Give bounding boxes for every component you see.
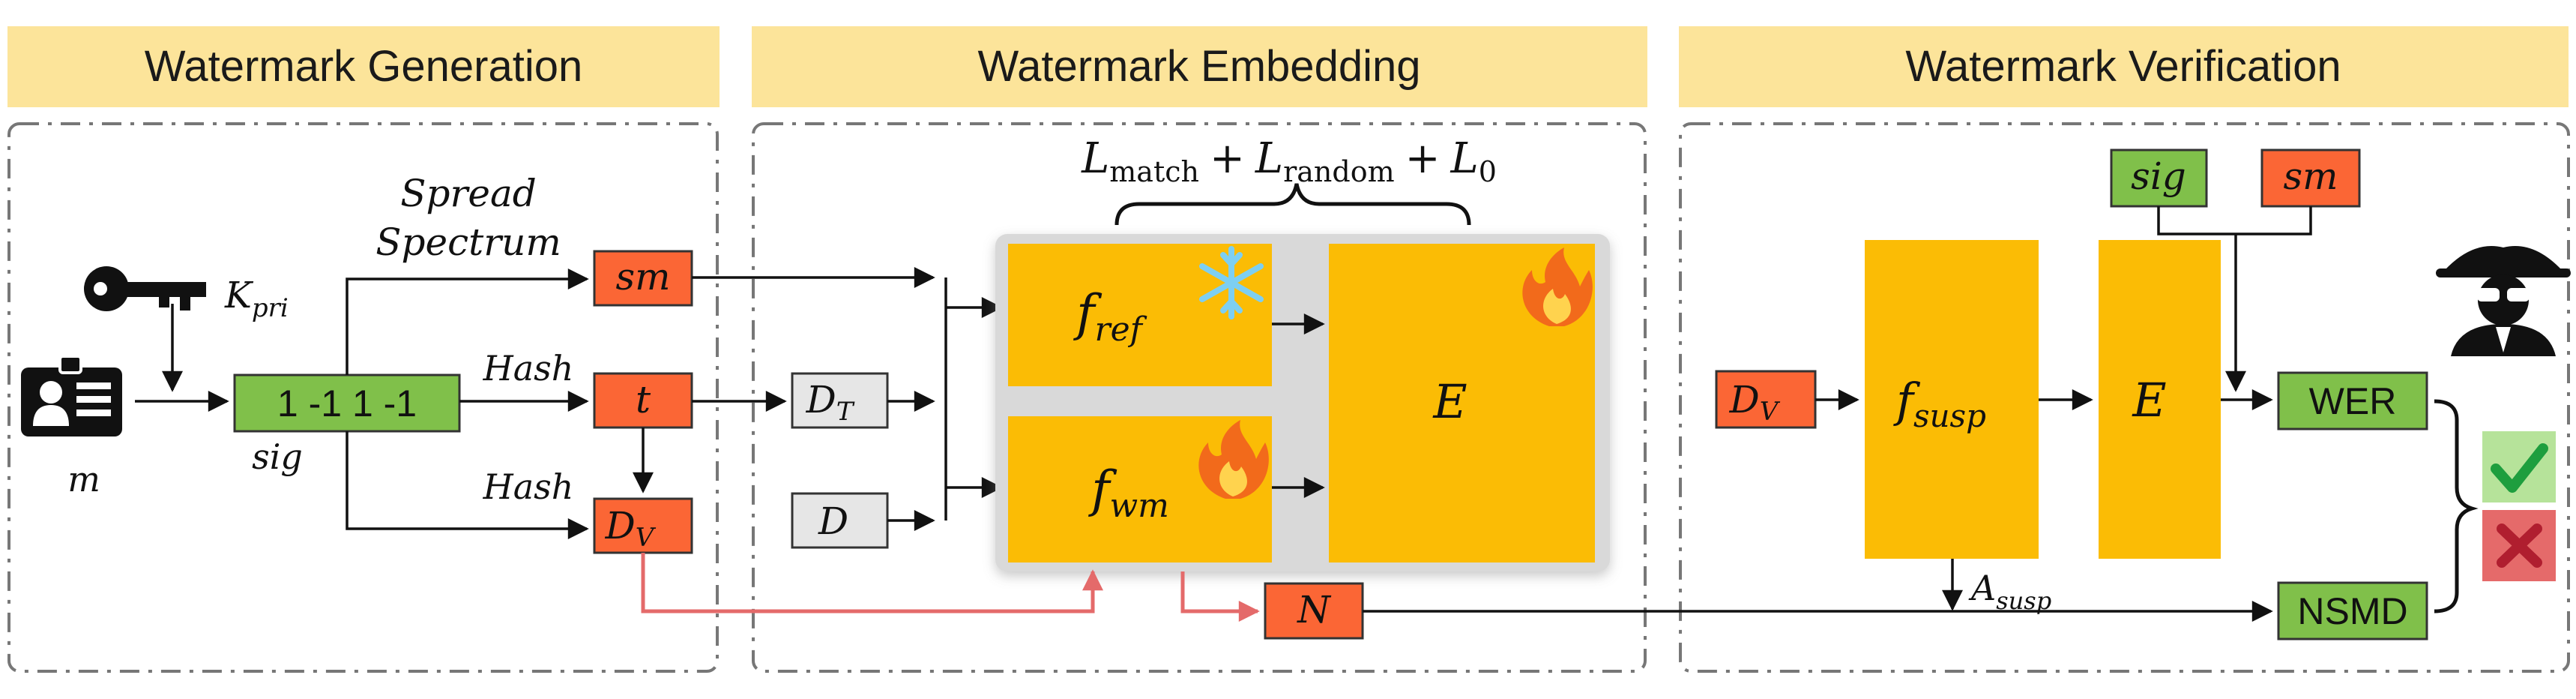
sig-values: 1 -1 1 -1 [277, 382, 417, 424]
n-box [1264, 582, 1364, 640]
hash-label-top: Hash [483, 348, 574, 388]
sig-label-verification: sig [2131, 154, 2186, 198]
frame-embedding [752, 122, 1647, 673]
key-label: Kpri [224, 274, 289, 323]
header-verification-text: Watermark Verification [1905, 42, 2341, 91]
red-arrow-fwm-to-n [1180, 572, 1260, 622]
dv-box-verification [1715, 370, 1817, 429]
asusp-label: Asusp [1968, 568, 2051, 615]
wer-box [2277, 371, 2428, 430]
header-embedding: Watermark Embedding [752, 26, 1647, 107]
header-verification: Watermark Verification [1679, 26, 2569, 107]
header-embedding-text: Watermark Embedding [978, 42, 1421, 91]
id-card-icon [21, 355, 122, 436]
sig-box-verification [2110, 148, 2208, 208]
n-label: N [1297, 588, 1332, 632]
sig-label: sig [252, 436, 303, 477]
hash-label-bottom: Hash [483, 466, 574, 507]
red-arrow-dv-to-fwm [641, 553, 1103, 614]
fref-label: fref [1073, 284, 1147, 349]
e-label-embedding: E [1432, 374, 1467, 429]
fire-icon [1198, 420, 1269, 499]
t-box [593, 372, 693, 429]
check-icon [2482, 431, 2556, 502]
dv-box-generation [593, 497, 693, 554]
sm-label-verification: sm [2283, 154, 2338, 198]
sm-label: sm [615, 255, 670, 298]
d-label: D [818, 500, 848, 543]
key-icon [84, 266, 206, 311]
fref-block [1008, 244, 1272, 386]
spread-label-2: Spectrum [375, 220, 561, 264]
decision-brace [2434, 399, 2479, 614]
snowflake-icon [1199, 246, 1264, 320]
nsmd-box [2277, 581, 2428, 640]
fire-icon [1522, 248, 1593, 326]
frame-verification [1679, 122, 2570, 673]
nsmd-label: NSMD [2297, 590, 2407, 632]
header-generation-text: Watermark Generation [145, 42, 583, 91]
fsusp-block [1865, 240, 2039, 559]
dv-label-verification: DV [1729, 378, 1781, 427]
owner-label: m [67, 459, 100, 500]
dt-label: DT [806, 378, 855, 427]
t-label: t [636, 378, 651, 422]
wer-label: WER [2309, 380, 2397, 422]
cross-icon [2482, 510, 2556, 581]
frame-generation [7, 122, 719, 673]
d-box [791, 492, 889, 549]
e-label-verification: E [2132, 373, 2166, 428]
sm-box [593, 250, 693, 307]
e-block-verification [2099, 240, 2221, 559]
loss-formula: Lmatch+Lrandom+L0 [1081, 134, 1497, 188]
spy-icon [2436, 246, 2571, 356]
spread-label-1: Spread [400, 172, 537, 215]
header-generation: Watermark Generation [7, 26, 720, 107]
loss-brace [1114, 183, 1471, 226]
dv-label-generation: DV [605, 504, 657, 553]
